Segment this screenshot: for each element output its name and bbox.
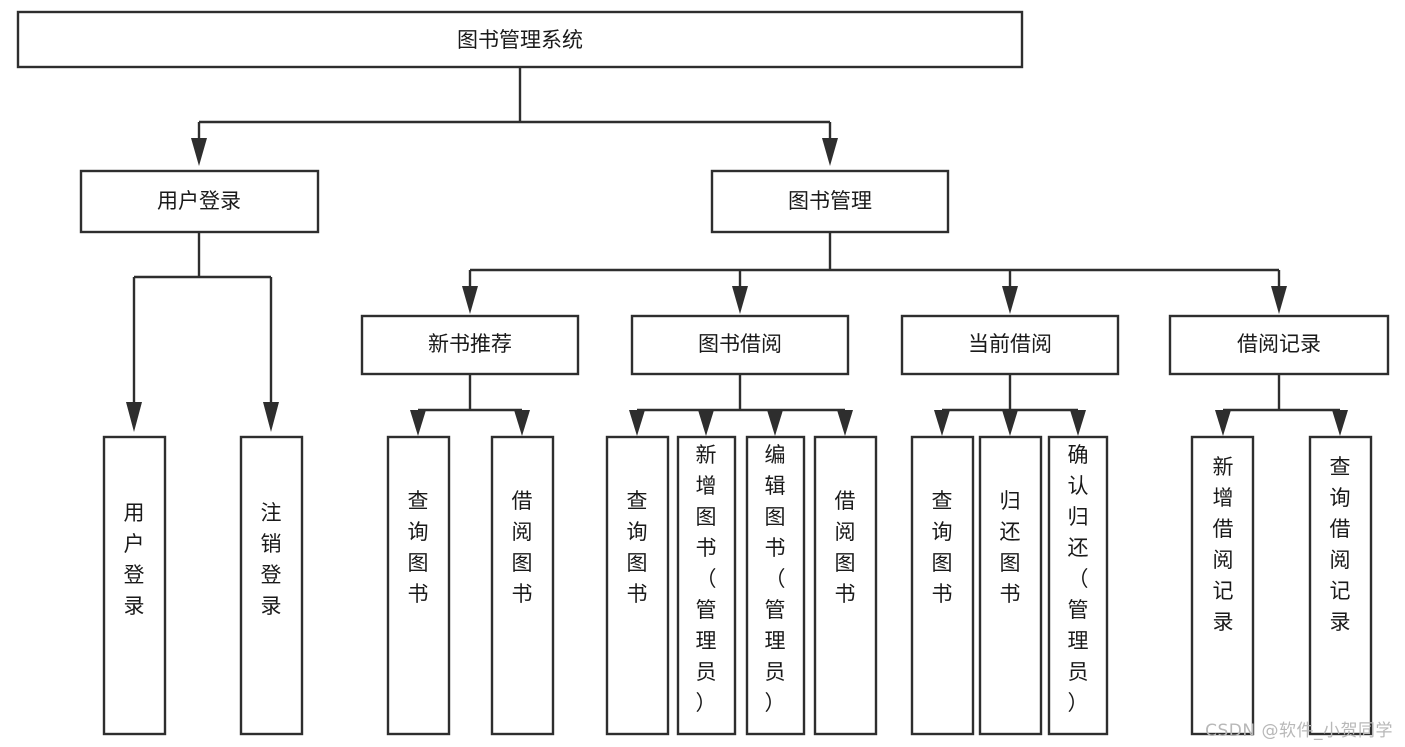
node-new-book-recommend-box[interactable] (360, 314, 580, 376)
arrow-head-icon (822, 138, 838, 166)
node-user-login-box[interactable] (79, 169, 320, 234)
leaf-label: 查询图书 (932, 489, 953, 606)
arrow-head-icon (1271, 286, 1287, 314)
arrow-head-icon (698, 410, 714, 436)
arrow-head-icon (732, 286, 748, 314)
leaf-label: 注销登录 (261, 501, 282, 618)
node-book-borrow[interactable]: 图书借阅 (630, 314, 850, 376)
arrow-head-icon (837, 410, 853, 436)
arrow-head-icon (1002, 410, 1018, 436)
arrow-head-icon (1215, 410, 1231, 436)
node-new-book-recommend[interactable]: 新书推荐 (360, 314, 580, 376)
leaf-box[interactable] (1047, 435, 1109, 736)
edge-group-new-book (410, 374, 530, 436)
leaf-current-borrow-3[interactable]: 确认归还（管理员） (1047, 435, 1109, 736)
node-book-manage-label: 图书管理 (788, 189, 872, 213)
arrow-head-icon (1002, 286, 1018, 314)
node-user-login-label: 用户登录 (157, 189, 241, 213)
arrow-head-icon (1070, 410, 1086, 436)
edge-group-borrow-record (1215, 374, 1348, 436)
node-current-borrow-box[interactable] (900, 314, 1120, 376)
leaf-label: 归还图书 (1000, 489, 1021, 606)
leaf-book-borrow-2[interactable]: 新增图书（管理员） (676, 435, 737, 736)
node-book-manage-box[interactable] (710, 169, 950, 234)
leaf-label: 新增借阅记录 (1213, 455, 1234, 634)
arrow-head-icon (462, 286, 478, 314)
leaf-user-login-2[interactable]: 注销登录 (239, 435, 304, 736)
leaf-label: 查询图书 (408, 489, 429, 606)
leaf-book-borrow-3[interactable]: 编辑图书（管理员） (745, 435, 806, 736)
node-current-borrow-label: 当前借阅 (968, 332, 1052, 356)
leaf-label: 查询图书 (627, 489, 648, 606)
leaf-box[interactable] (745, 435, 806, 736)
leaf-borrow-record-1[interactable]: 新增借阅记录 (1190, 435, 1255, 736)
arrow-head-icon (1332, 410, 1348, 436)
node-borrow-record[interactable]: 借阅记录 (1168, 314, 1390, 376)
node-current-borrow[interactable]: 当前借阅 (900, 314, 1120, 376)
leaf-box[interactable] (676, 435, 737, 736)
leaf-box[interactable] (490, 435, 555, 736)
leaf-user-login-1[interactable]: 用户登录 (102, 435, 167, 736)
arrow-head-icon (767, 410, 783, 436)
edge-group-current-borrow (934, 374, 1086, 436)
leaf-box[interactable] (386, 435, 451, 736)
node-root[interactable]: 图书管理系统 (16, 10, 1024, 69)
leaf-new-book-2[interactable]: 借阅图书 (490, 435, 555, 736)
arrow-head-icon (410, 410, 426, 436)
node-borrow-record-label: 借阅记录 (1237, 332, 1321, 356)
node-root-box[interactable] (16, 10, 1024, 69)
node-new-book-recommend-label: 新书推荐 (428, 332, 512, 356)
leaf-box[interactable] (1190, 435, 1255, 736)
leaf-box[interactable] (239, 435, 304, 736)
edge-group-book-manage (462, 232, 1287, 314)
leaf-label: 借阅图书 (835, 489, 856, 606)
leaf-label: 借阅图书 (512, 489, 533, 606)
leaf-label: 确认归还（管理员） (1068, 443, 1089, 715)
leaf-label: 查询借阅记录 (1330, 455, 1351, 634)
leaf-book-borrow-4[interactable]: 借阅图书 (813, 435, 878, 736)
leaf-box[interactable] (910, 435, 975, 736)
edge-group-user-login (126, 232, 279, 432)
leaf-current-borrow-2[interactable]: 归还图书 (978, 435, 1043, 736)
edge-group-root (191, 67, 838, 166)
arrow-head-icon (263, 402, 279, 432)
leaf-box[interactable] (605, 435, 670, 736)
node-borrow-record-box[interactable] (1168, 314, 1390, 376)
arrow-head-icon (514, 410, 530, 436)
edge-group-book-borrow (629, 374, 853, 436)
leaf-label: 新增图书（管理员） (696, 443, 717, 715)
leaf-borrow-record-2[interactable]: 查询借阅记录 (1308, 435, 1373, 736)
node-book-manage[interactable]: 图书管理 (710, 169, 950, 234)
arrow-head-icon (629, 410, 645, 436)
arrow-head-icon (126, 402, 142, 432)
leaf-box[interactable] (978, 435, 1043, 736)
leaf-box[interactable] (102, 435, 167, 736)
leaf-label: 用户登录 (124, 501, 145, 618)
node-book-borrow-label: 图书借阅 (698, 332, 782, 356)
leaf-box[interactable] (813, 435, 878, 736)
node-user-login[interactable]: 用户登录 (79, 169, 320, 234)
leaf-label: 编辑图书（管理员） (765, 443, 786, 715)
leaf-box[interactable] (1308, 435, 1373, 736)
leaf-new-book-1[interactable]: 查询图书 (386, 435, 451, 736)
node-root-label: 图书管理系统 (457, 28, 583, 52)
leaf-current-borrow-1[interactable]: 查询图书 (910, 435, 975, 736)
leaf-book-borrow-1[interactable]: 查询图书 (605, 435, 670, 736)
node-book-borrow-box[interactable] (630, 314, 850, 376)
arrow-head-icon (191, 138, 207, 166)
arrow-head-icon (934, 410, 950, 436)
